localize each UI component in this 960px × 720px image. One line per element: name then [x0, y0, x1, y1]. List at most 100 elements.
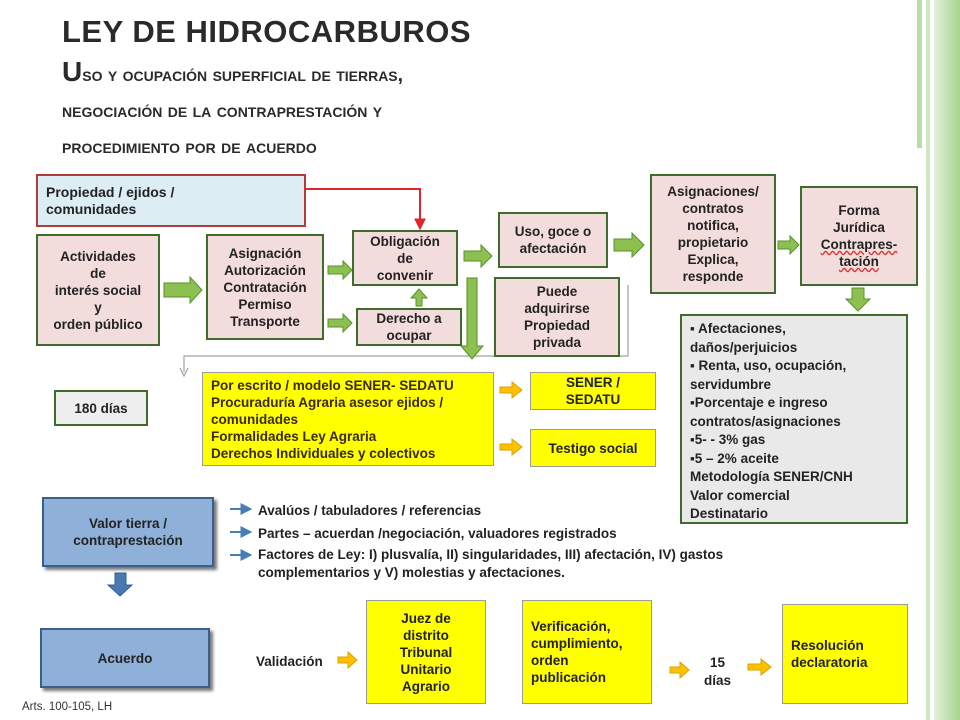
box-line: ▪5- - 3% gas: [690, 432, 766, 447]
box-line: comunidades: [46, 200, 137, 217]
green-arrow-right: [327, 312, 353, 334]
box-line: Metodología SENER/CNH: [690, 469, 853, 484]
sener-box: SENER / SEDATU: [530, 372, 656, 410]
escrito-box: Por escrito / modelo SENER- SEDATU Procu…: [202, 372, 494, 466]
box-line: Testigo social: [548, 440, 638, 456]
yellow-arrow-right: [747, 657, 772, 677]
box-line: de: [90, 265, 106, 281]
valor-tierra-box: Valor tierra / contraprestación: [42, 497, 214, 567]
actividades-box: Actividades de interés social y orden pú…: [36, 234, 160, 346]
box-line: Unitario: [400, 661, 452, 677]
box-line: Asignación: [228, 245, 302, 261]
decor-gradient-bar: [934, 0, 960, 720]
box-line: Autorización: [224, 262, 306, 278]
yellow-arrow-right: [669, 660, 690, 680]
box-line: ▪ Afectaciones,: [690, 321, 786, 336]
box-line: Valor tierra /: [88, 516, 168, 531]
box-line: propietario: [677, 235, 749, 250]
box-line: ▪5 – 2% aceite: [690, 450, 779, 466]
asignaciones-box: Asignaciones/ contratos notifica, propie…: [650, 174, 776, 294]
yellow-arrow-right: [499, 437, 523, 457]
yellow-arrow-right: [499, 380, 523, 400]
verificacion-box: Verificación, cumplimiento, orden public…: [522, 600, 652, 704]
puede-box: Puede adquirirse Propiedad privada: [494, 277, 620, 357]
box-line: ▪Porcentaje e ingreso: [690, 395, 828, 410]
green-arrow-down: [459, 277, 485, 360]
box-line: 180 días: [74, 400, 128, 416]
uso-box: Uso, goce o afectación: [498, 212, 608, 268]
box-line: Transporte: [230, 313, 300, 329]
box-line: ocupar: [386, 328, 432, 343]
green-arrow-right: [163, 275, 203, 305]
subtitle-initial: U: [62, 56, 83, 87]
box-line: y: [94, 299, 102, 315]
red-connector-arrow: [306, 188, 426, 231]
box-line: comunidades: [211, 411, 299, 427]
box-line: Uso, goce o: [514, 224, 592, 239]
box-line: publicación: [531, 670, 607, 685]
decor-bar: [926, 0, 930, 720]
green-arrow-right: [463, 243, 493, 269]
box-line: días: [704, 673, 732, 688]
derecho-box: Derecho a ocupar: [356, 308, 462, 346]
box-line: responde: [682, 269, 744, 284]
box-line: Formalidades Ley Agraria: [211, 428, 377, 444]
box-line: servidumbre: [690, 376, 772, 392]
box-line: Puede: [536, 284, 578, 299]
valor-item: Factores de Ley: I) plusvalía, II) singu…: [258, 547, 724, 562]
box-line: Acuerdo: [97, 650, 153, 666]
juez-box: Juez de distrito Tribunal Unitario Agrar…: [366, 600, 486, 704]
afectaciones-box: ▪ Afectaciones, daños/perjuicios ▪ Renta…: [680, 314, 908, 524]
gray-connector-arrowhead: [179, 367, 189, 378]
box-line: interés social: [54, 282, 142, 298]
box-line: 15: [709, 655, 726, 670]
box-line: Resolución: [791, 638, 864, 653]
box-line: contratos: [682, 201, 744, 216]
box-line: Asignaciones/: [667, 184, 759, 199]
forma-box: Forma Jurídica Contrapres- tación: [800, 186, 918, 286]
gray-connector-line: [183, 285, 629, 372]
box-line: cumplimiento,: [531, 636, 623, 651]
box-line: Tribunal: [399, 644, 453, 660]
box-line: Actividades: [60, 248, 136, 264]
box-line: SEDATU: [565, 392, 621, 407]
green-arrow-right: [613, 231, 645, 259]
subtitle-line-2: negociación de la contraprestación y: [62, 100, 383, 122]
box-line: privada: [532, 335, 582, 350]
box-line: ▪ Renta, uso, ocupación,: [690, 358, 847, 373]
box-line: Agrario: [401, 678, 450, 694]
box-line: de: [397, 250, 413, 266]
box-line: Contrapres-: [820, 237, 898, 252]
box-line: contratos/asignaciones: [690, 413, 841, 429]
green-arrow-down: [844, 287, 872, 312]
blue-arrow-down: [106, 572, 134, 597]
validacion-label: Validación: [256, 654, 323, 669]
box-line: declaratoria: [791, 655, 868, 670]
green-arrow-right: [777, 234, 800, 256]
valor-item: complementarios y V) molestias y afectac…: [258, 565, 565, 580]
box-line: convenir: [376, 267, 434, 283]
box-line: notifica,: [687, 218, 739, 233]
box-line: Propiedad: [523, 318, 590, 333]
yellow-arrow-right: [337, 650, 358, 670]
box-line: Permiso: [238, 296, 292, 312]
box-line: Valor comercial: [690, 487, 790, 503]
box-line: orden público: [53, 316, 143, 332]
box-line: Propiedad / ejidos /: [46, 183, 175, 200]
box-line: Contratación: [223, 279, 307, 295]
box-line: Derechos Individuales y colectivos: [211, 445, 436, 461]
box-line: Forma: [838, 203, 880, 218]
green-arrow-up: [409, 288, 429, 307]
box-line: Por escrito / modelo SENER- SEDATU: [211, 377, 454, 393]
box-line: orden: [531, 653, 569, 668]
valor-item: Partes – acuerdan /negociación, valuador…: [258, 526, 617, 541]
box-line: Destinatario: [690, 506, 769, 521]
page-subtitle: Uso y ocupación superficial de tierras, …: [62, 54, 752, 165]
dias-15-label: 15 días: [704, 654, 731, 690]
box-line: Jurídica: [833, 220, 885, 235]
box-line: Verificación,: [531, 619, 611, 634]
box-line: Juez de: [401, 610, 451, 626]
box-line: tación: [839, 254, 879, 269]
box-line: contraprestación: [73, 533, 183, 548]
